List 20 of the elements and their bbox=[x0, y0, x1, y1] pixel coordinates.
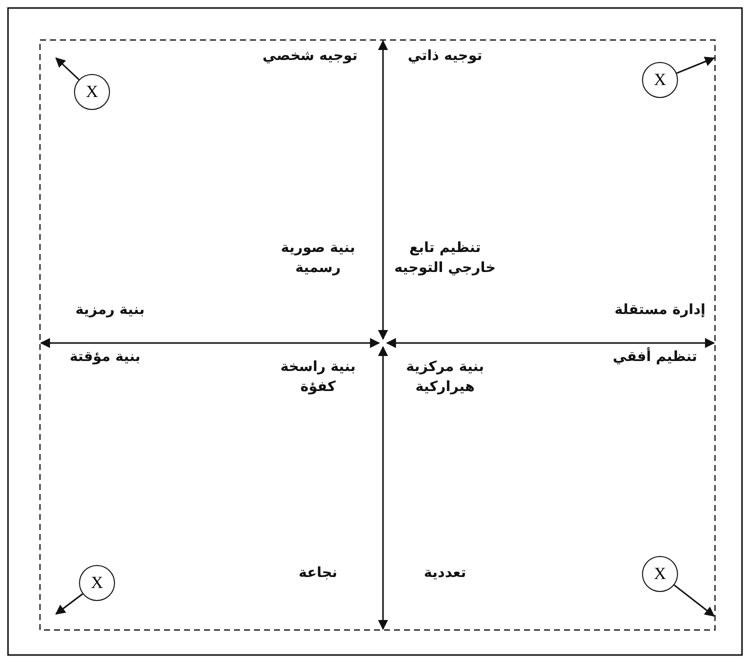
quadrant-label: تنظيم تابع خارجي التوجيه bbox=[393, 239, 497, 278]
quadrant-label: توجيه شخصي bbox=[261, 47, 359, 66]
quadrant-label: إدارة مستقلة bbox=[614, 301, 706, 320]
arrow bbox=[674, 584, 715, 617]
quadrant-label: بنية صورية رسمية bbox=[280, 239, 356, 278]
circle-node: X bbox=[74, 74, 110, 110]
circle-node: X bbox=[642, 556, 678, 592]
quadrant-label: تعددية bbox=[422, 564, 468, 583]
quadrant-label: بنية مؤقتة bbox=[68, 348, 142, 367]
quadrant-label: توجيه ذاتي bbox=[406, 47, 484, 66]
quadrant-label: بنية رمزية bbox=[74, 301, 146, 320]
circle-node: X bbox=[79, 565, 115, 601]
quadrant-label: بنية راسخة كفؤة bbox=[279, 358, 357, 397]
arrow bbox=[55, 593, 84, 615]
arrow bbox=[55, 57, 80, 80]
quadrant-label: نجاعة bbox=[298, 564, 338, 583]
circle-node: X bbox=[642, 62, 678, 98]
quadrant-label: تنظيم أفقي bbox=[612, 347, 698, 367]
quadrant-label: بنية مركزية هيراركية bbox=[404, 358, 486, 397]
arrow bbox=[676, 56, 715, 74]
